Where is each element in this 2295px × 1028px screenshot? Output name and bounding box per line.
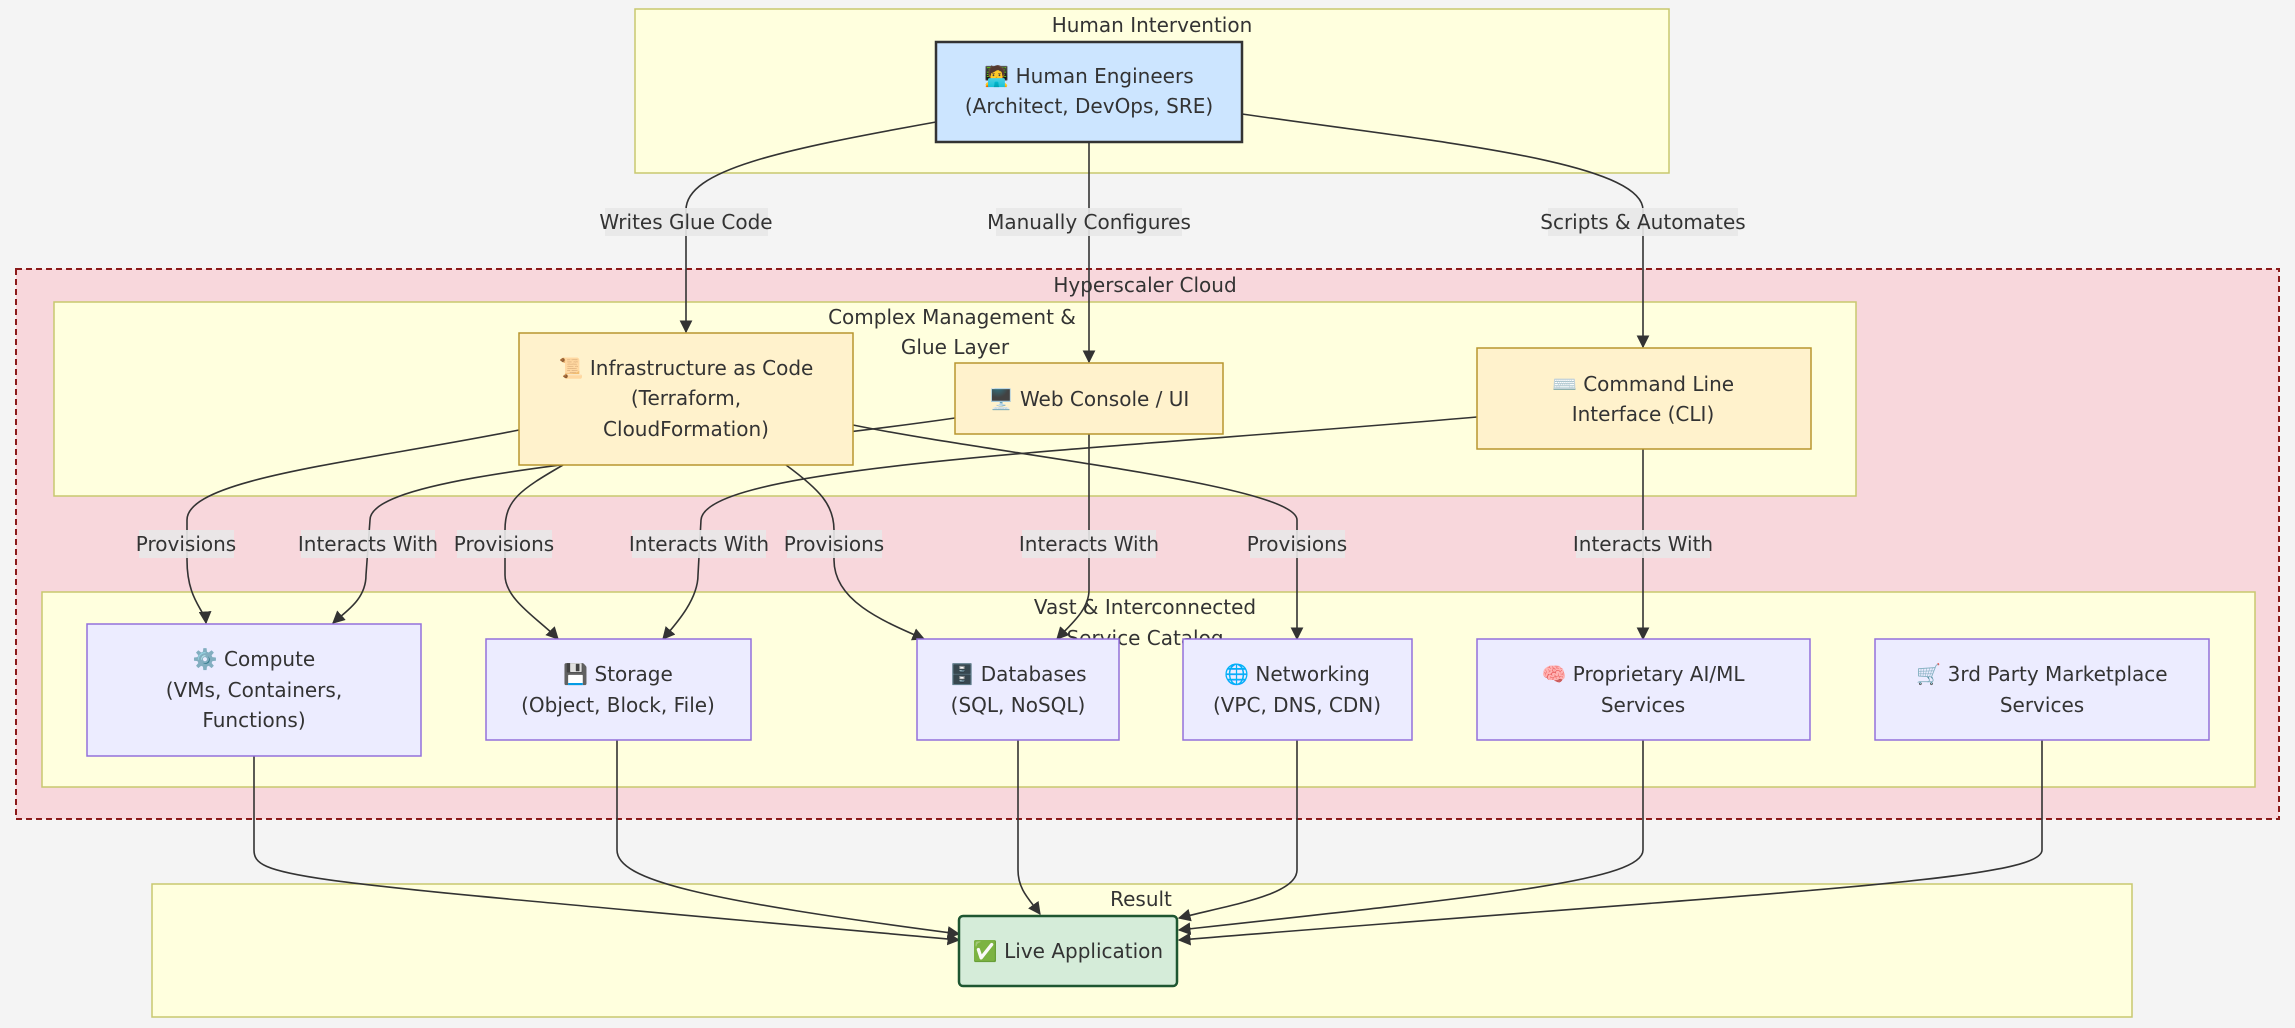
- node-infrastructure-as-code[interactable]: 📜 Infrastructure as Code (Terraform, Clo…: [518, 332, 854, 466]
- edge-label-provisions-storage: Provisions: [454, 530, 554, 558]
- svg-text:🌐 Networking: 🌐 Networking: [1224, 662, 1370, 686]
- svg-text:Provisions: Provisions: [1247, 532, 1347, 556]
- svg-text:CloudFormation): CloudFormation): [603, 417, 769, 441]
- edge-engineers-iac: [679, 121, 937, 334]
- svg-text:🧠 Proprietary AI/ML: 🧠 Proprietary AI/ML: [1542, 662, 1746, 686]
- edge-storage-app: [616, 740, 961, 939]
- edge-networking-app: [1177, 740, 1298, 922]
- edge-label-manually-configures: Manually Configures: [987, 208, 1191, 236]
- cluster-label-mgmt-line2: Glue Layer: [901, 335, 1010, 359]
- svg-text:⚙️ Compute: ⚙️ Compute: [193, 647, 315, 671]
- svg-text:(Terraform,: (Terraform,: [631, 386, 741, 410]
- svg-text:🗄️ Databases: 🗄️ Databases: [949, 662, 1086, 686]
- node-networking[interactable]: 🌐 Networking (VPC, DNS, CDN): [1182, 638, 1413, 741]
- node-compute[interactable]: ⚙️ Compute (VMs, Containers, Functions): [86, 623, 422, 757]
- edge-iac-databases: [785, 464, 926, 641]
- edge-label-scripts-automates: Scripts & Automates: [1540, 208, 1746, 236]
- svg-text:Services: Services: [1601, 693, 1685, 717]
- node-marketplace[interactable]: 🛒 3rd Party Marketplace Services: [1874, 638, 2210, 741]
- svg-text:Interface (CLI): Interface (CLI): [1572, 402, 1715, 426]
- edge-iac-networking: [852, 424, 1304, 641]
- edge-label-interacts-aiml: Interacts With: [1573, 530, 1713, 558]
- node-live-application[interactable]: ✅ Live Application: [957, 914, 1179, 988]
- edge-databases-app: [1017, 740, 1041, 916]
- svg-text:(Architect, DevOps, SRE): (Architect, DevOps, SRE): [965, 94, 1213, 118]
- svg-text:Interacts With: Interacts With: [629, 532, 769, 556]
- cluster-label-mgmt-line1: Complex Management &: [828, 305, 1076, 329]
- edge-iac-compute: [186, 429, 520, 625]
- node-proprietary-ai-ml[interactable]: 🧠 Proprietary AI/ML Services: [1476, 638, 1811, 741]
- svg-text:(VMs, Containers,: (VMs, Containers,: [166, 678, 342, 702]
- edge-label-interacts-compute: Interacts With: [298, 530, 438, 558]
- edge-console-databases: [1056, 434, 1090, 640]
- svg-text:⌨️ Command Line: ⌨️ Command Line: [1552, 372, 1734, 396]
- node-web-console[interactable]: 🖥️ Web Console / UI: [954, 362, 1224, 435]
- svg-text:📜 Infrastructure as Code: 📜 Infrastructure as Code: [559, 356, 814, 380]
- svg-text:💾 Storage: 💾 Storage: [563, 662, 673, 686]
- edge-label-provisions-databases: Provisions: [784, 530, 884, 558]
- svg-text:Provisions: Provisions: [454, 532, 554, 556]
- svg-text:✅ Live Application: ✅ Live Application: [973, 939, 1163, 963]
- edge-engineers-cli: [1241, 113, 1650, 349]
- edge-label-provisions-networking: Provisions: [1247, 530, 1347, 558]
- edge-label-interacts-databases: Interacts With: [1019, 530, 1159, 558]
- svg-text:🖥️ Web Console / UI: 🖥️ Web Console / UI: [989, 387, 1190, 411]
- svg-text:Provisions: Provisions: [136, 532, 236, 556]
- svg-text:Services: Services: [2000, 693, 2084, 717]
- cluster-label-result: Result: [1110, 887, 1172, 911]
- svg-text:🧑‍💻 Human Engineers: 🧑‍💻 Human Engineers: [984, 64, 1193, 88]
- cluster-label-human: Human Intervention: [1052, 13, 1253, 37]
- edge-label-provisions-compute: Provisions: [136, 530, 236, 558]
- edge-label-writes-glue-code: Writes Glue Code: [599, 208, 773, 236]
- edge-label-interacts-storage: Interacts With: [629, 530, 769, 558]
- svg-text:Functions): Functions): [202, 708, 305, 732]
- svg-text:Writes Glue Code: Writes Glue Code: [599, 210, 772, 234]
- node-human-engineers[interactable]: 🧑‍💻 Human Engineers (Architect, DevOps, …: [934, 40, 1244, 144]
- edges: [186, 113, 2043, 946]
- edge-cli-storage: [662, 416, 1478, 640]
- svg-text:Manually Configures: Manually Configures: [987, 210, 1191, 234]
- svg-text:(VPC, DNS, CDN): (VPC, DNS, CDN): [1213, 693, 1381, 717]
- edge-aiml-app: [1177, 740, 1644, 936]
- node-cli[interactable]: ⌨️ Command Line Interface (CLI): [1476, 347, 1812, 450]
- edge-labels: Writes Glue Code Manually Configures Scr…: [136, 208, 1746, 558]
- node-storage[interactable]: 💾 Storage (Object, Block, File): [485, 638, 752, 741]
- cluster-label-catalog-line1: Vast & Interconnected: [1034, 595, 1256, 619]
- svg-text:Interacts With: Interacts With: [1573, 532, 1713, 556]
- svg-text:(Object, Block, File): (Object, Block, File): [521, 693, 715, 717]
- cluster-label-cloud: Hyperscaler Cloud: [1053, 273, 1236, 297]
- svg-text:Provisions: Provisions: [784, 532, 884, 556]
- svg-text:Scripts & Automates: Scripts & Automates: [1540, 210, 1745, 234]
- svg-text:Interacts With: Interacts With: [298, 532, 438, 556]
- svg-text:🛒 3rd Party Marketplace: 🛒 3rd Party Marketplace: [1916, 662, 2167, 686]
- svg-text:(SQL, NoSQL): (SQL, NoSQL): [951, 693, 1086, 717]
- node-databases[interactable]: 🗄️ Databases (SQL, NoSQL): [916, 638, 1120, 741]
- edge-compute-app: [253, 756, 961, 946]
- svg-text:Interacts With: Interacts With: [1019, 532, 1159, 556]
- edge-marketplace-app: [1177, 740, 2043, 946]
